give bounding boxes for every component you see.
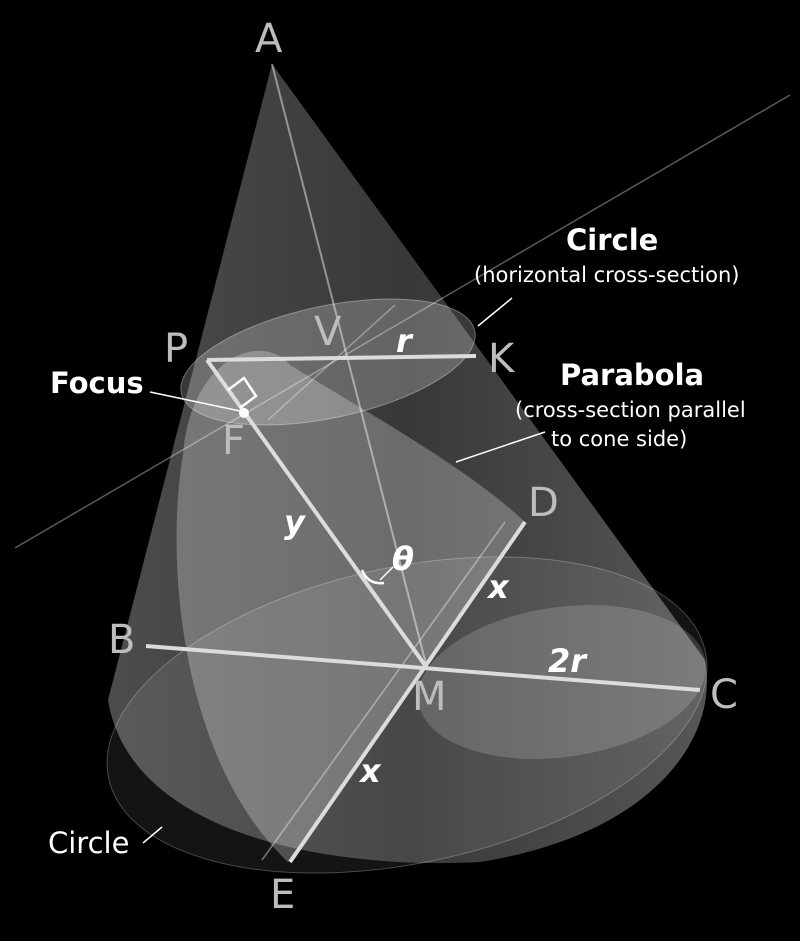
- circle-top-leader: [477, 297, 513, 327]
- point-M: M: [412, 674, 447, 720]
- cone-body: [108, 64, 707, 864]
- var-theta: θ: [392, 540, 414, 578]
- parabola-leader: [455, 431, 546, 463]
- focus-leader: [149, 391, 241, 412]
- point-E: E: [270, 872, 295, 918]
- point-C: C: [710, 672, 738, 718]
- point-K: K: [488, 336, 516, 382]
- point-A: A: [255, 16, 283, 62]
- base-circle: [106, 556, 708, 874]
- line-PK: [206, 354, 477, 362]
- circle-bottom-label: Circle: [48, 826, 129, 860]
- circle-top-title: Circle: [566, 223, 658, 257]
- circle-bottom-leader: [142, 826, 163, 844]
- var-2r: 2r: [548, 642, 588, 680]
- theta-arc: [360, 569, 385, 585]
- point-P: P: [164, 326, 188, 372]
- focus-point: [239, 408, 249, 418]
- right-angle-marker: [227, 376, 258, 409]
- var-y: y: [284, 503, 306, 541]
- theta-leader: [379, 566, 394, 581]
- cone-axis: [271, 63, 428, 669]
- focus-label: Focus: [50, 366, 144, 400]
- point-B: B: [108, 617, 135, 663]
- point-D: D: [528, 480, 559, 526]
- top-circle-chord: [267, 304, 396, 421]
- point-F: F: [222, 418, 245, 464]
- var-x-upper: x: [486, 568, 510, 606]
- var-r: r: [396, 322, 414, 360]
- parabola-axis: [261, 521, 506, 861]
- var-x-lower: x: [358, 752, 382, 790]
- parabola-title: Parabola: [560, 358, 704, 392]
- line-DE: [288, 520, 527, 864]
- circle-top-subtitle: (horizontal cross-section): [474, 263, 739, 287]
- parabola-subtitle-2: to cone side): [551, 427, 687, 451]
- point-V: V: [314, 309, 342, 355]
- parabola-subtitle-1: (cross-section parallel: [515, 398, 746, 422]
- base-inner-ellipse: [418, 605, 706, 759]
- parabola-region: [176, 350, 525, 862]
